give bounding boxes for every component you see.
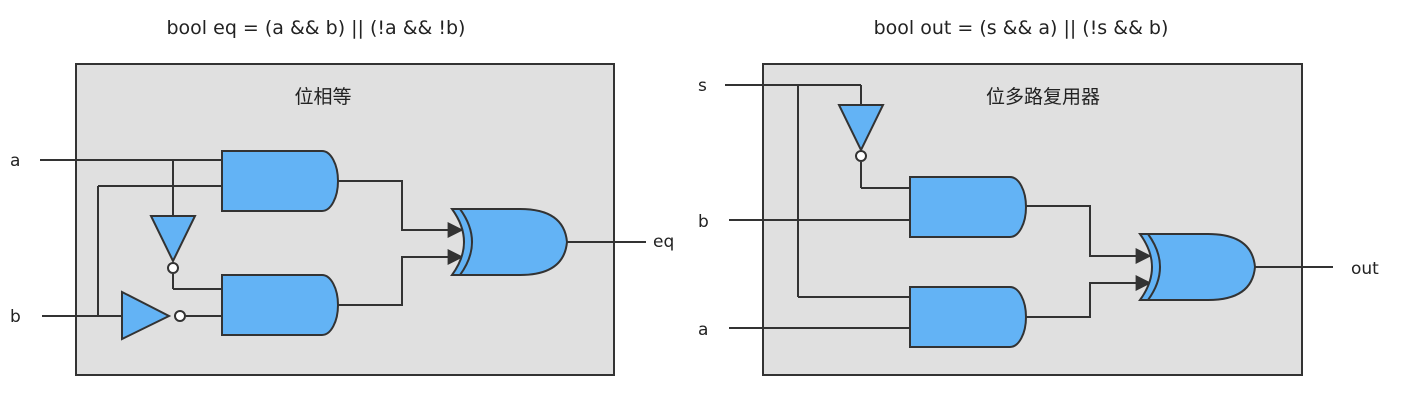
right-input-a-label: a (698, 320, 708, 340)
left-output-eq-label: eq (653, 232, 674, 252)
right-or-gate (1138, 233, 1257, 301)
right-and-gate-bottom (909, 286, 1027, 348)
left-not-bubble-a (167, 262, 179, 274)
right-wires (725, 84, 1333, 329)
left-not-gate-a (149, 215, 197, 264)
left-not-bubble-b (174, 310, 186, 322)
left-or-gate (450, 208, 569, 276)
right-expression: bool out = (s && a) || (!s && b) (874, 17, 1169, 39)
right-input-b-label: b (698, 212, 709, 232)
left-wires (40, 159, 646, 317)
right-and-gate-top (909, 176, 1027, 238)
right-module-title: 位多路复用器 (986, 86, 1100, 108)
left-expression: bool eq = (a && b) || (!a && !b) (167, 17, 466, 39)
right-input-s-label: s (698, 76, 707, 96)
left-and-gate-bottom (221, 274, 339, 336)
left-module-title: 位相等 (294, 86, 351, 108)
right-output-out-label: out (1351, 259, 1379, 279)
left-input-b-label: b (10, 307, 21, 327)
left-and-gate-top (221, 150, 339, 212)
right-not-gate-s (837, 104, 885, 153)
right-not-bubble-s (855, 150, 867, 162)
left-not-gate-b (121, 290, 172, 341)
left-input-a-label: a (10, 151, 20, 171)
